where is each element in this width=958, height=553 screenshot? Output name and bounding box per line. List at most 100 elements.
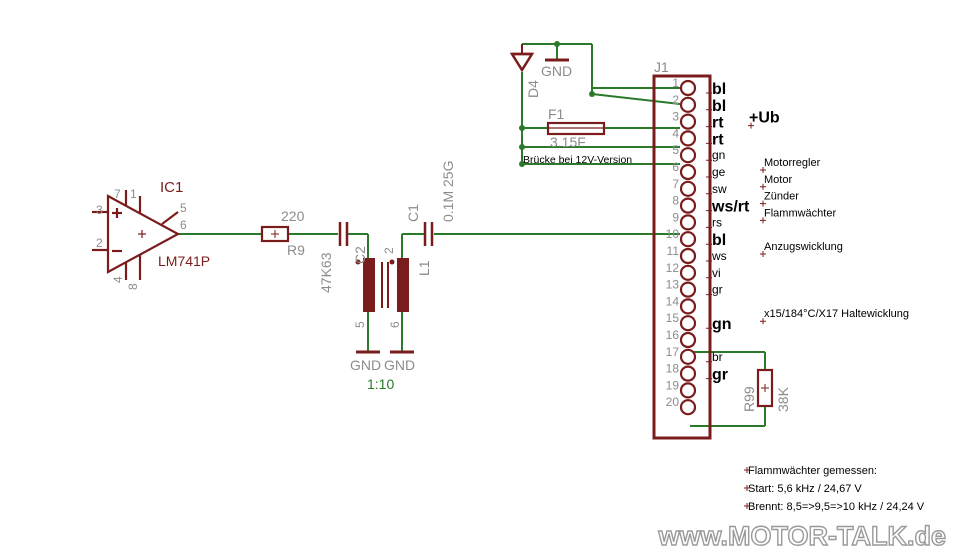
j1-function-label: Flammwächter <box>764 207 836 219</box>
opamp-center-plus <box>138 230 146 238</box>
j1-pin-8 <box>679 197 697 214</box>
l1-pin-2: 2 <box>382 247 396 254</box>
resistor-r99 <box>756 368 774 408</box>
trafo-dot-right <box>389 259 395 265</box>
c2-value: 47K63 <box>318 252 334 293</box>
j1-pin-number: 12 <box>666 261 680 275</box>
j1-body <box>652 74 712 440</box>
j1-pin-number: 14 <box>666 294 680 308</box>
r99-name: R99 <box>741 386 757 412</box>
j1-pin-number: 2 <box>672 93 679 107</box>
r9-name: R9 <box>287 242 305 258</box>
j1-wire-color-label: gn <box>712 148 725 162</box>
measurement-note: Flammwächter gemessen: <box>748 465 877 477</box>
opamp-ic1 <box>92 190 181 280</box>
ic1-pin-6: 6 <box>180 218 187 232</box>
junction-dot <box>519 161 525 167</box>
j1-pin-number: 17 <box>666 345 680 359</box>
j1-pin-1 <box>679 79 697 97</box>
j1-pin-number: 6 <box>672 160 679 174</box>
f1-name: F1 <box>548 106 565 122</box>
j1-pin-number: 15 <box>666 311 680 325</box>
trafo-pin-5: 5 <box>353 321 367 328</box>
j1-wire-color-label: gr <box>712 367 728 384</box>
junctions <box>519 41 595 167</box>
transformer-l1 <box>355 258 409 312</box>
gnd-label-left: GND <box>350 357 381 373</box>
j1-name: J1 <box>654 59 669 75</box>
j1-pin-number: 4 <box>672 126 679 140</box>
measurement-note: Start: 5,6 kHz / 24,67 V <box>748 483 862 495</box>
j1-wire-color-label: bl <box>712 232 726 249</box>
measurement-note: Brennt: 8,5=>9,5=>10 kHz / 24,24 V <box>748 501 925 513</box>
j1-function-label: Motorregler <box>764 157 821 169</box>
capacitor-c2 <box>338 222 349 246</box>
j1-wire-color-label: vi <box>712 266 721 280</box>
j1-pin-17 <box>679 348 697 365</box>
ic1-pin-4: 4 <box>111 276 125 283</box>
resistor-r9 <box>260 225 290 243</box>
j1-pin-number: 11 <box>667 244 680 258</box>
bridge-note: Brücke bei 12V-Version <box>523 154 632 166</box>
measurement-notes: Flammwächter gemessen: Start: 5,6 kHz / … <box>744 465 925 513</box>
j1-pin-12 <box>679 264 697 281</box>
j1-pin-number: 16 <box>666 328 680 342</box>
j1-label-markers <box>706 90 766 382</box>
j1-pin-number: 18 <box>666 362 680 376</box>
j1-wire-color-label: ws/rt <box>711 199 750 216</box>
j1-pin-4 <box>679 130 697 147</box>
j1-function-label: Zünder <box>764 191 799 203</box>
j1-pin-number: 8 <box>672 194 679 208</box>
j1-wire-color-label: br <box>712 350 723 364</box>
l1-pin-6: 6 <box>388 321 402 328</box>
j1-pin-2 <box>679 96 697 113</box>
j1-function-label: Motor <box>764 174 792 186</box>
r9-value: 220 <box>281 208 305 224</box>
j1-pin-circles <box>679 79 697 416</box>
gnd-symbols <box>356 58 569 354</box>
j1-pin-number: 10 <box>666 227 680 241</box>
j1-pin-number: 3 <box>672 110 679 124</box>
j1-pin-number: 1 <box>672 76 679 90</box>
gnd-label-right: GND <box>384 357 415 373</box>
r99-value: 38K <box>775 386 791 412</box>
c1-name: C1 <box>405 204 421 222</box>
ic1-pin-5: 5 <box>180 201 187 215</box>
j1-pin-number: 7 <box>672 177 679 191</box>
junction-dot <box>519 144 525 150</box>
gnd-label-top: GND <box>541 63 572 79</box>
trafo-coil-right <box>397 258 409 312</box>
opamp-pin5-lead <box>161 211 179 225</box>
ic1-pin-8: 8 <box>126 283 140 290</box>
f1-value: 3.15F <box>550 134 586 150</box>
j1-pin-number: 9 <box>672 210 679 224</box>
trafo-ratio: 1:10 <box>367 376 394 392</box>
j1-pin-5 <box>679 147 697 164</box>
diode-d4 <box>509 44 535 73</box>
j1-wire-color-label: ge <box>712 165 726 179</box>
j1-pin-13 <box>679 281 697 298</box>
c1-value: 0.1M 25G <box>440 161 456 222</box>
j1-function-label: x15/184°C/X17 Haltewicklung <box>764 308 909 320</box>
c2-name: C2 <box>352 246 368 264</box>
j1-wire-color-label: rt <box>712 131 724 148</box>
j1-pin-10 <box>679 231 697 248</box>
d4-name: D4 <box>525 80 541 98</box>
wire-pin2 <box>591 93 681 105</box>
j1-pin-19 <box>679 382 697 399</box>
j1-pin-9 <box>679 214 697 231</box>
capacitor-c1 <box>423 222 434 246</box>
j1-pin-number: 20 <box>666 395 680 409</box>
j1-pin-number: 5 <box>672 143 679 157</box>
opamp-triangle <box>106 194 181 274</box>
fuse-f1 <box>546 121 606 136</box>
trafo-dot-left <box>355 259 361 265</box>
j1-function-label: +Ub <box>749 110 780 127</box>
j1-wire-color-label: rs <box>712 215 722 229</box>
l1-name: L1 <box>416 260 432 276</box>
ic1-pin-1: 1 <box>130 187 137 201</box>
